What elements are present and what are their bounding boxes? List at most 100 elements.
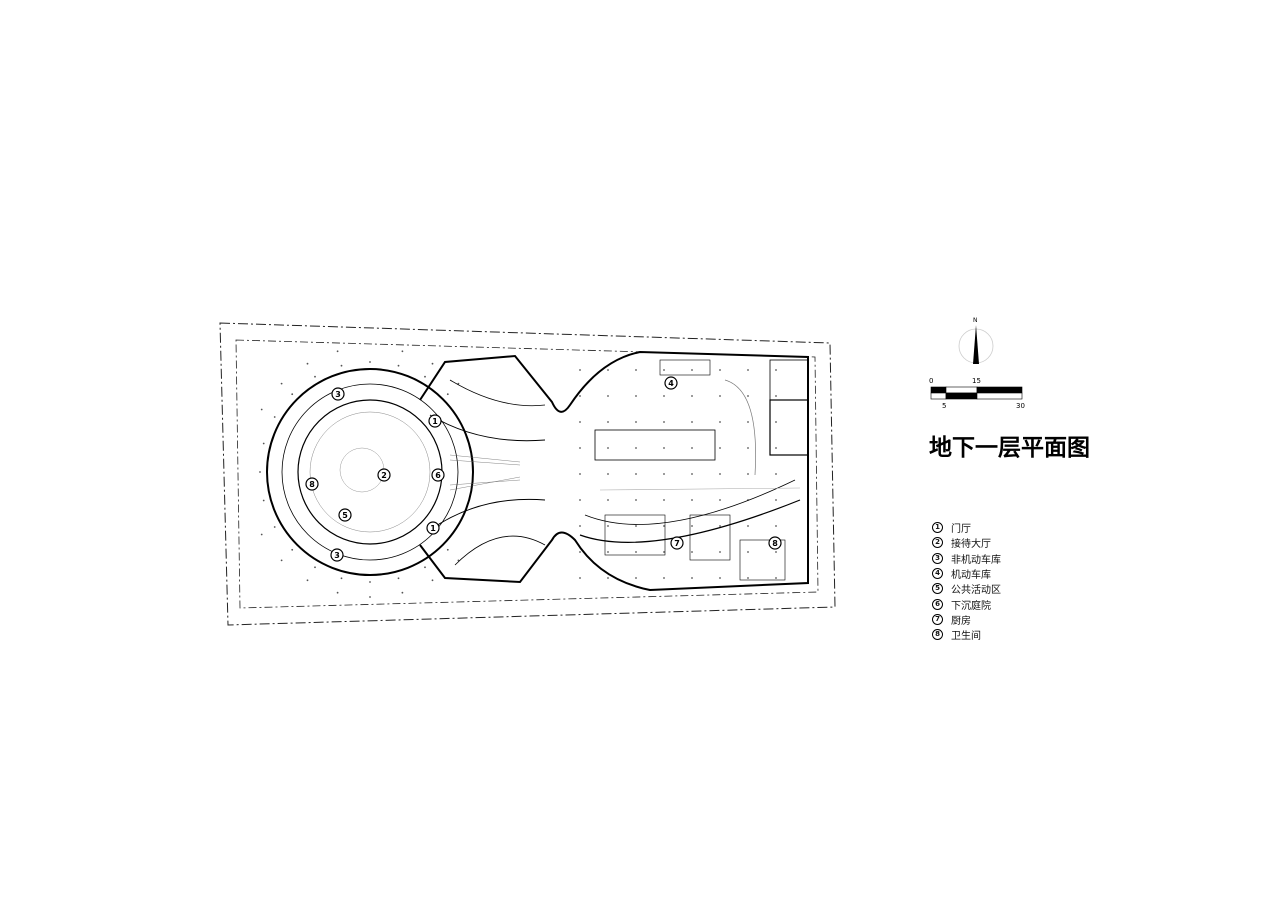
column-dot: [431, 362, 434, 365]
column-dot: [607, 369, 609, 371]
column-dot: [747, 421, 749, 423]
column-dot: [579, 447, 581, 449]
column-dot: [280, 559, 283, 562]
column-dot: [369, 581, 371, 583]
column-dot: [635, 395, 637, 397]
legend-label: 非机动车库: [951, 554, 1001, 566]
legend-label: 卫生间: [951, 631, 981, 643]
column-dot: [291, 393, 294, 396]
plan-marker-5: 5: [338, 508, 352, 522]
legend-label: 门厅: [951, 524, 971, 536]
column-dot: [260, 533, 263, 536]
legend-number: 6: [932, 598, 943, 610]
column-dot: [340, 364, 343, 367]
column-dot: [663, 447, 665, 449]
column-dot: [369, 596, 371, 598]
column-dot: [457, 382, 460, 385]
column-dot: [446, 393, 449, 396]
plan-marker-2: 2: [377, 468, 391, 482]
column-dot: [747, 369, 749, 371]
column-dot: [607, 551, 609, 553]
column-dot: [775, 369, 777, 371]
plan-marker-text: 8: [309, 480, 315, 489]
column-dot: [262, 499, 265, 502]
plan-marker-text: 1: [432, 417, 438, 426]
plan-marker-3: 3: [330, 548, 344, 562]
column-dot: [775, 525, 777, 527]
plan-marker-8: 8: [768, 536, 782, 550]
column-dot: [260, 408, 263, 411]
building-outline: [266, 350, 809, 592]
column-dot: [635, 447, 637, 449]
column-dot: [775, 421, 777, 423]
column-dot: [291, 548, 294, 551]
column-dot: [663, 421, 665, 423]
column-dot: [635, 473, 637, 475]
plan-marker-1: 1: [426, 521, 440, 535]
column-dot: [691, 395, 693, 397]
column-dot: [719, 577, 721, 579]
plan-marker-text: 8: [772, 539, 778, 548]
column-dot: [663, 551, 665, 553]
column-dot: [607, 499, 609, 501]
plan-marker-text: 1: [430, 524, 436, 533]
column-dot: [579, 577, 581, 579]
column-dot: [635, 551, 637, 553]
legend-number: 3: [932, 552, 943, 564]
legend-item: 8 卫生间: [932, 627, 1001, 642]
column-dot: [719, 421, 721, 423]
column-dot: [775, 395, 777, 397]
column-dot: [635, 577, 637, 579]
drawing-title: 地下一层平面图: [929, 435, 1090, 461]
legend-number: 1: [932, 522, 943, 534]
column-dot: [607, 473, 609, 475]
column-dot: [607, 421, 609, 423]
plan-marker-text: 3: [334, 551, 340, 560]
scale-label-30: 30: [1016, 402, 1025, 410]
column-dot: [663, 577, 665, 579]
column-dot: [691, 473, 693, 475]
column-dot: [273, 526, 276, 528]
column-dot: [340, 577, 343, 580]
legend-number: 8: [932, 629, 943, 641]
column-dot: [262, 442, 265, 445]
column-dot: [579, 551, 581, 553]
column-dot: [401, 591, 404, 594]
column-dot: [397, 364, 400, 367]
column-dot: [446, 548, 449, 551]
column-dot: [431, 579, 434, 582]
column-dot: [607, 447, 609, 449]
column-dot: [579, 369, 581, 371]
column-dot: [663, 473, 665, 475]
scale-bar: [930, 386, 1023, 400]
column-dot: [691, 551, 693, 553]
plan-marker-text: 5: [342, 511, 348, 520]
column-dot: [635, 499, 637, 501]
column-dot: [747, 525, 749, 527]
column-dot: [775, 499, 777, 501]
scale-label-0: 0: [929, 377, 934, 385]
column-dot: [719, 551, 721, 553]
column-dot: [369, 361, 371, 363]
legend-label: 公共活动区: [951, 585, 1001, 597]
legend-number: 5: [932, 583, 943, 595]
column-dot: [314, 566, 316, 569]
legend-number: 7: [932, 613, 943, 625]
column-dot: [579, 499, 581, 501]
north-arrow: [958, 325, 994, 364]
column-dot: [314, 375, 316, 378]
column-dot: [424, 375, 426, 378]
column-dot: [607, 577, 609, 579]
column-dot: [775, 551, 777, 553]
plan-marker-text: 6: [435, 471, 441, 480]
column-dot: [663, 369, 665, 371]
column-dot: [635, 421, 637, 423]
column-dot: [635, 525, 637, 527]
column-dot: [719, 369, 721, 371]
column-dot: [259, 471, 261, 473]
legend-label: 接待大厅: [951, 539, 991, 551]
